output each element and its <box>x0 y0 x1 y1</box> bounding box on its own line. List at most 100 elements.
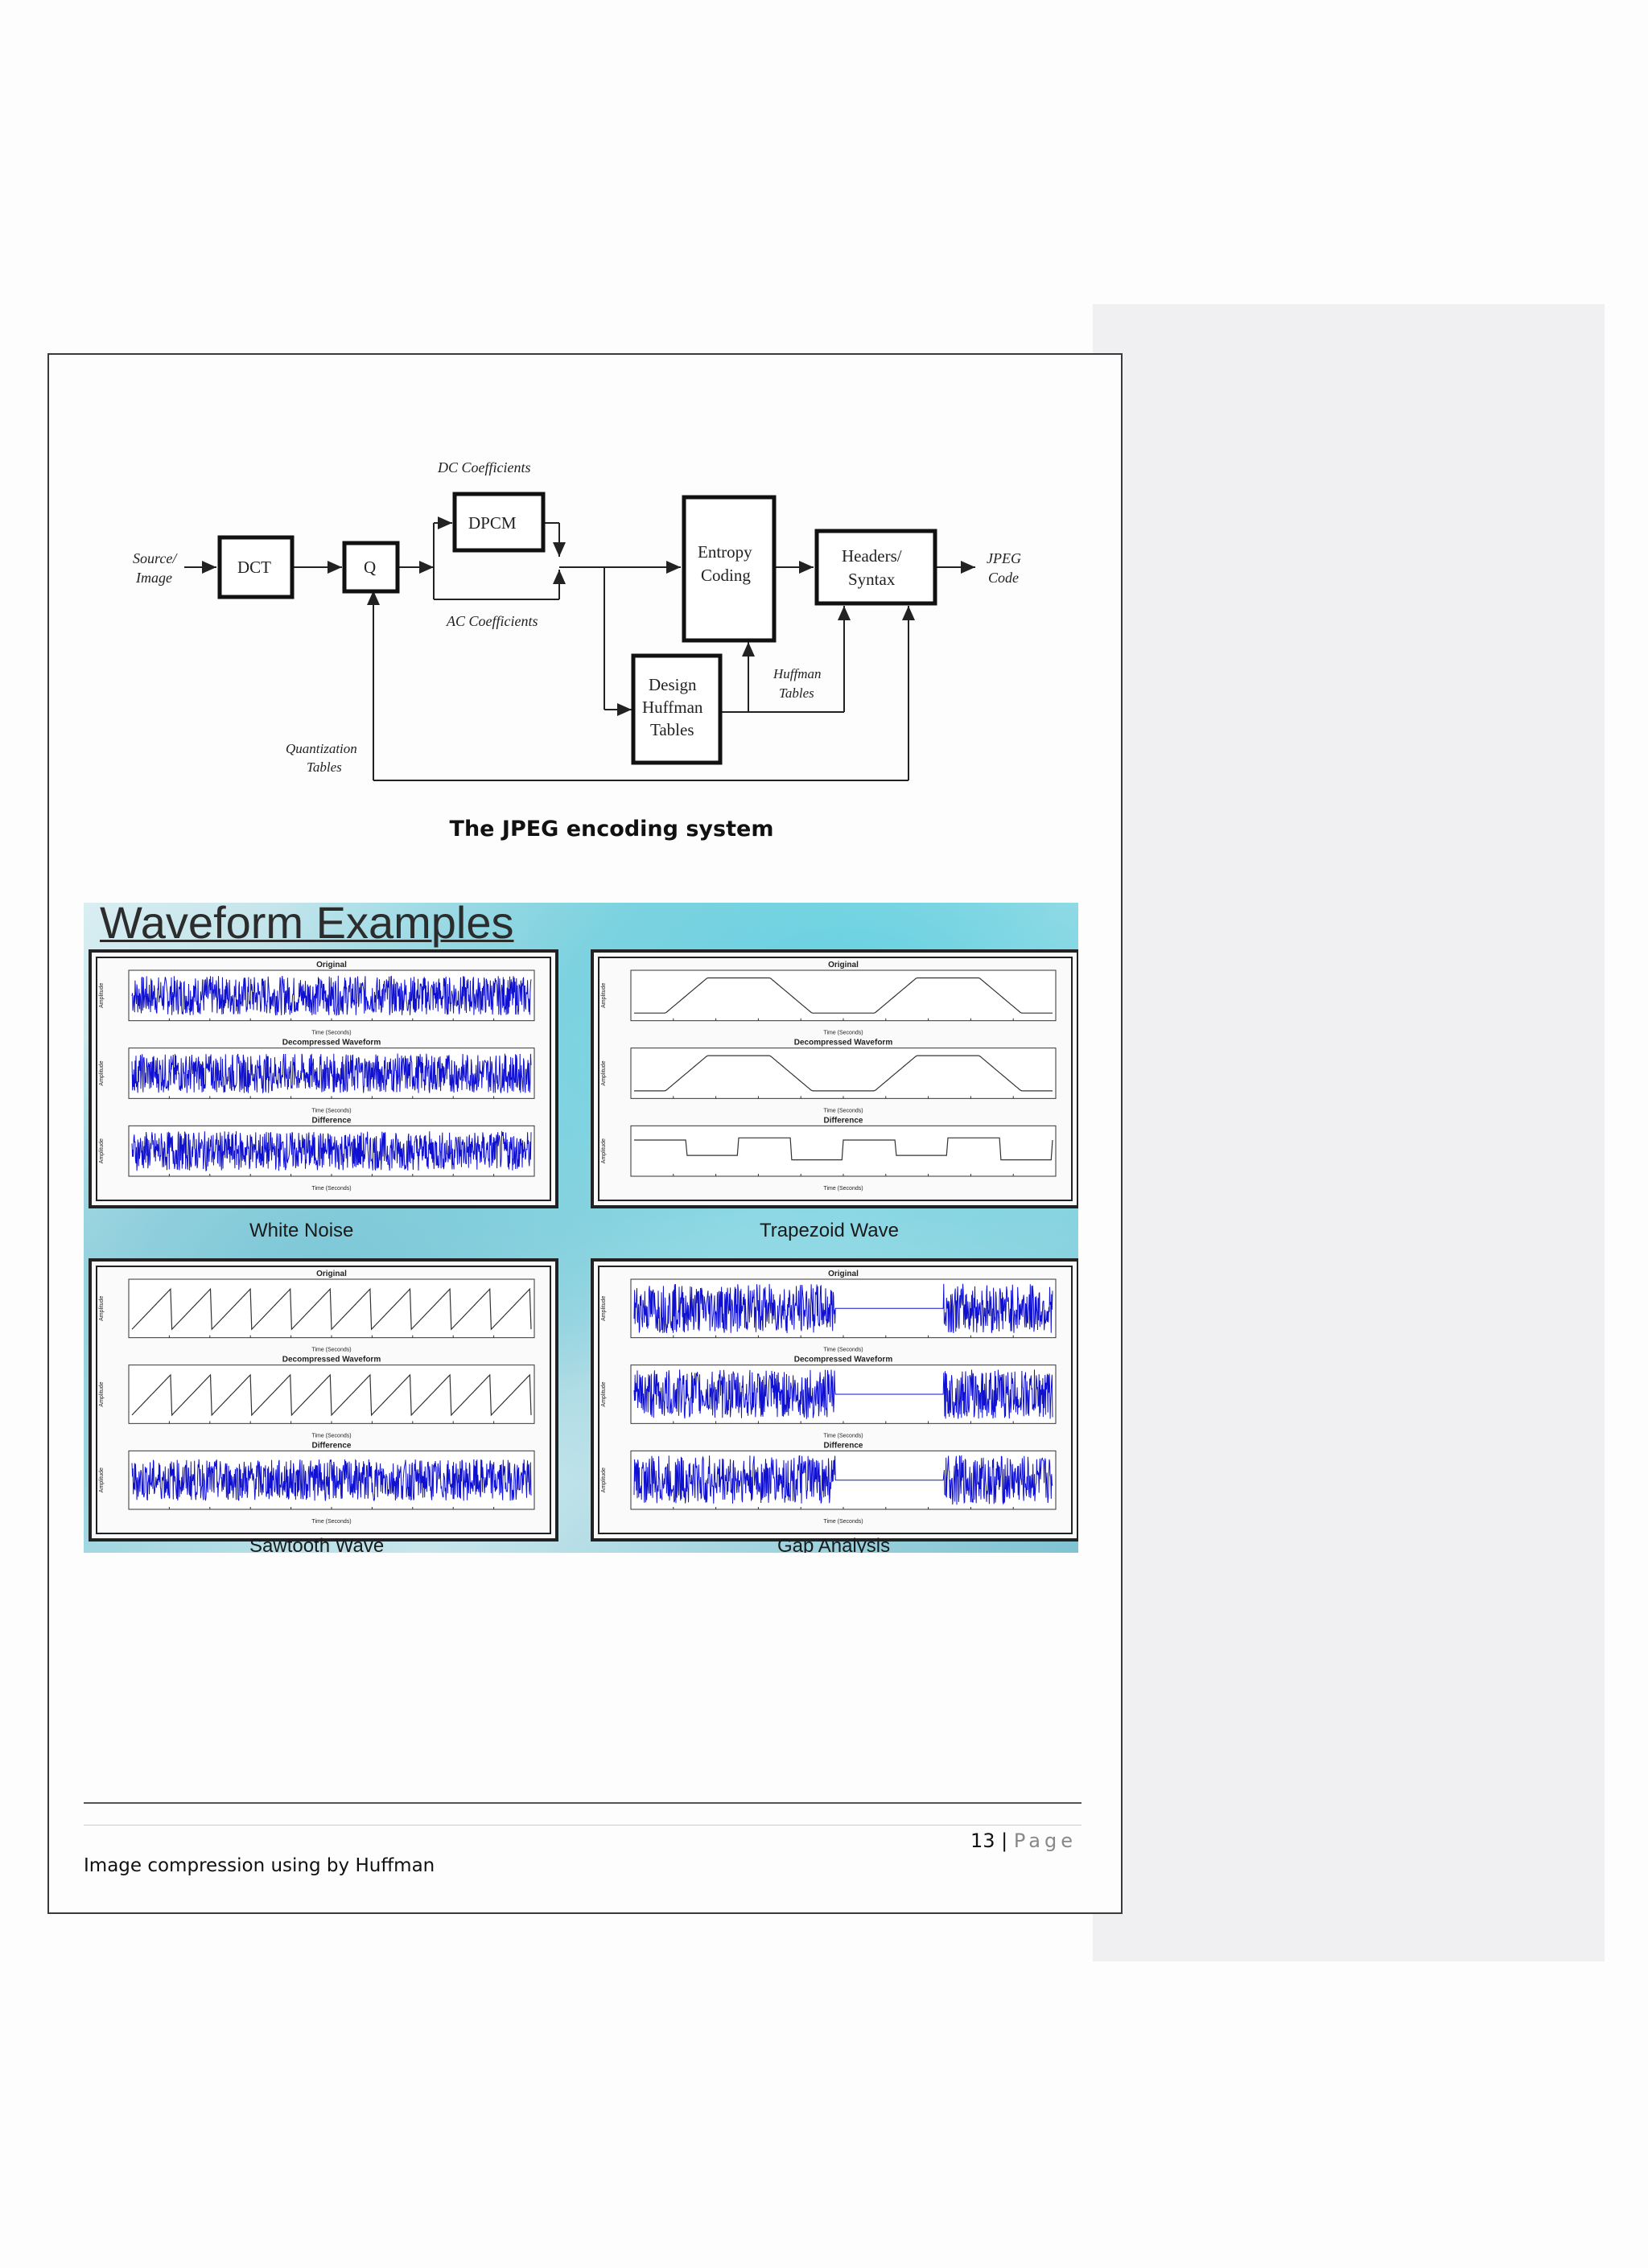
y-axis-label: Amplitude <box>99 1296 105 1321</box>
page-number: 13 | Page <box>970 1830 1077 1852</box>
source-label: Source/ <box>133 550 178 566</box>
subplot-title: Difference <box>312 1116 352 1125</box>
waveform-trace <box>634 977 1053 1014</box>
x-axis-label: Time (Seconds) <box>823 1108 863 1113</box>
tables-label: Tables <box>650 720 694 739</box>
entropy-label: Entropy <box>698 542 752 562</box>
subplot-title: Difference <box>312 1441 352 1450</box>
y-axis-label: Amplitude <box>601 1381 607 1406</box>
subplot-title: Original <box>828 1270 859 1278</box>
subplot-title: Difference <box>824 1116 863 1125</box>
waveform-trace <box>634 1055 1053 1092</box>
dct-label: DCT <box>237 558 271 577</box>
page-word: Page <box>1013 1830 1077 1852</box>
dct-block <box>217 535 295 599</box>
dpcm-label: DPCM <box>468 513 517 533</box>
coding-label: Coding <box>701 566 751 585</box>
dpcm-block <box>452 492 546 553</box>
y-axis-label: Amplitude <box>99 1138 105 1163</box>
page-number-value: 13 <box>970 1830 995 1852</box>
headers-syntax-block <box>814 529 937 606</box>
y-axis-label: Amplitude <box>99 1060 105 1085</box>
huffman-tables-label-2: Tables <box>779 685 814 701</box>
y-axis-label: Amplitude <box>99 983 105 1008</box>
waveform-trace <box>131 975 532 1016</box>
x-axis-label: Time (Seconds) <box>823 1433 863 1439</box>
trapezoid-wave-label: Trapezoid Wave <box>760 1220 899 1241</box>
y-axis-label: Amplitude <box>601 1296 607 1321</box>
image-label: Image <box>135 570 172 586</box>
quantization-label: Quantization <box>286 741 357 756</box>
q-block <box>342 541 400 594</box>
subplot-axes <box>630 969 1057 1022</box>
waveform-trace <box>131 1373 532 1417</box>
figure-caption: The JPEG encoding system <box>449 817 774 842</box>
design-label: Design <box>649 675 697 694</box>
ac-coefficients-label: AC Coefficients <box>446 613 538 629</box>
subplot-title: Decompressed Waveform <box>794 1356 893 1365</box>
jpeg-encoder-diagram: DC Coefficients AC Coefficients Source/ … <box>133 459 1021 781</box>
subplot-axes <box>630 1048 1057 1099</box>
subplot-axes <box>128 1278 535 1339</box>
entropy-coding-block <box>682 495 777 643</box>
y-axis-label: Amplitude <box>99 1381 105 1406</box>
waveform-trace <box>633 1283 1053 1334</box>
x-axis-label: Time (Seconds) <box>311 1433 351 1439</box>
waveform-trace <box>131 1459 532 1502</box>
q-label: Q <box>364 558 376 577</box>
footer-rule <box>84 1802 1082 1804</box>
y-axis-label: Amplitude <box>601 1060 607 1085</box>
x-axis-label: Time (Seconds) <box>823 1519 863 1525</box>
jpeg-label: JPEG <box>987 550 1021 566</box>
quant-tables-label: Tables <box>307 759 342 775</box>
waveform-title: Waveform Examples <box>100 903 514 948</box>
code-label: Code <box>988 570 1019 586</box>
footer-rule-light <box>84 1825 1082 1826</box>
waveform-trace <box>633 1455 1053 1505</box>
waveform-trace <box>131 1287 532 1331</box>
x-axis-label: Time (Seconds) <box>823 1186 863 1192</box>
y-axis-label: Amplitude <box>601 983 607 1008</box>
waveform-trace <box>633 1369 1053 1419</box>
x-axis-label: Time (Seconds) <box>823 1031 863 1036</box>
waveform-trace <box>131 1130 532 1172</box>
x-axis-label: Time (Seconds) <box>823 1348 863 1353</box>
dc-coefficients-label: DC Coefficients <box>437 459 531 475</box>
x-axis-label: Time (Seconds) <box>311 1108 351 1113</box>
document-footer-title: Image compression using by Huffman <box>84 1855 435 1876</box>
subplot-title: Decompressed Waveform <box>794 1039 893 1048</box>
headers-label: Headers/ <box>842 546 902 566</box>
waveform-trace <box>634 1137 1053 1161</box>
x-axis-label: Time (Seconds) <box>311 1186 351 1192</box>
subplot-title: Original <box>828 961 859 969</box>
subplot-title: Original <box>316 1270 347 1278</box>
sawtooth-wave-label: Sawtooth Wave <box>249 1535 385 1553</box>
page-separator: | <box>995 1830 1014 1852</box>
y-axis-label: Amplitude <box>601 1138 607 1163</box>
waveform-trace <box>131 1053 532 1094</box>
subplot-title: Decompressed Waveform <box>282 1356 381 1365</box>
huffman-label: Huffman <box>642 698 703 717</box>
design-huffman-tables-block <box>631 653 723 765</box>
x-axis-label: Time (Seconds) <box>311 1348 351 1353</box>
huffman-tables-label: Huffman <box>772 666 822 681</box>
gap-analysis-label: Gap Analysis <box>777 1535 891 1553</box>
y-axis-label: Amplitude <box>99 1467 105 1492</box>
comment-pane <box>1093 304 1605 1961</box>
subplot-title: Difference <box>824 1441 863 1450</box>
x-axis-label: Time (Seconds) <box>311 1031 351 1036</box>
